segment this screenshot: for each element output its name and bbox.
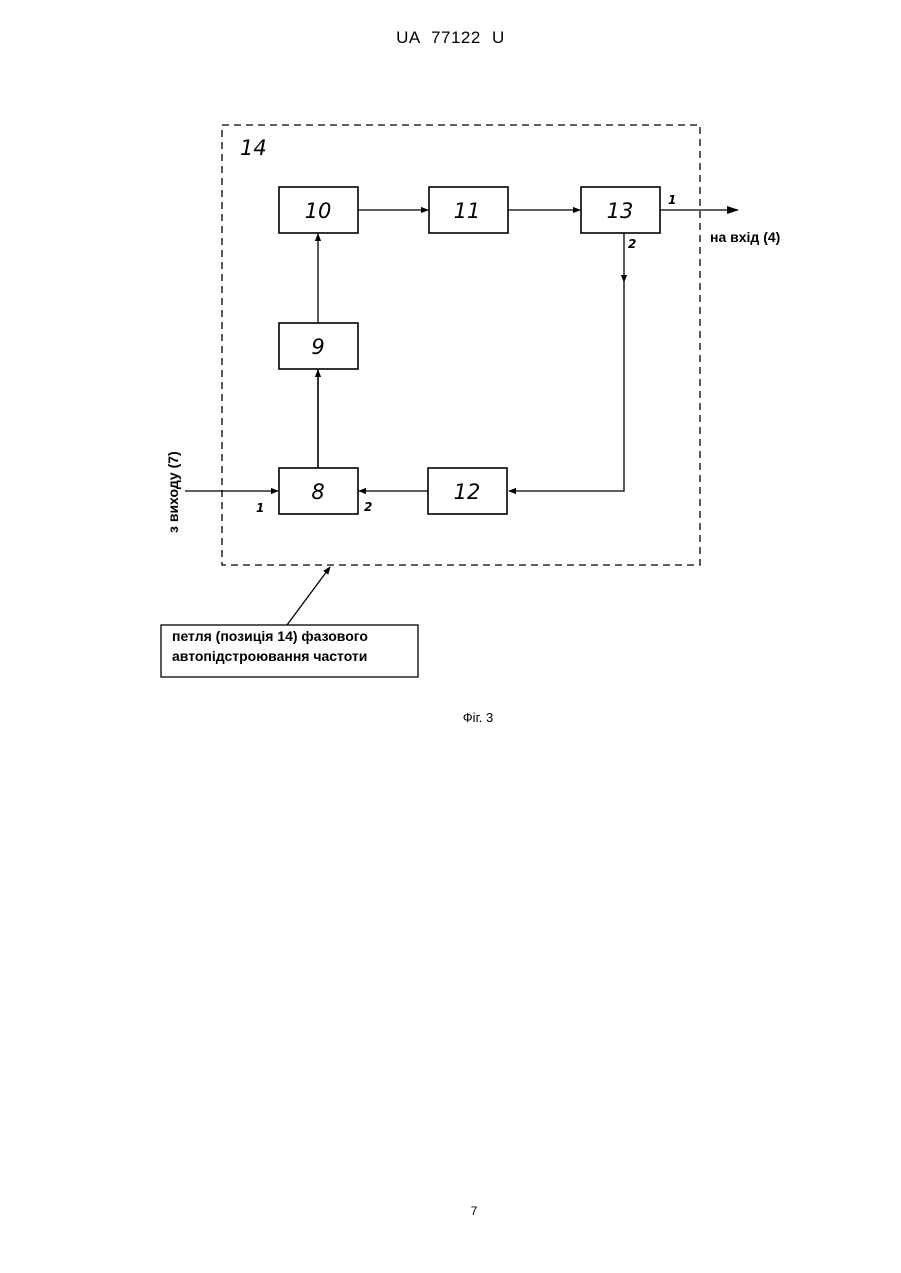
block-8-label: 8 [311,480,324,504]
block-10: 10 [279,187,358,233]
loop-number-label: 14 [240,136,267,160]
block-9-label: 9 [311,335,324,359]
callout-line-1: петля (позиція 14) фазового [172,628,368,644]
block-10-label: 10 [305,199,332,223]
block-13: 13 [581,187,660,233]
port-13-out2-label: 2 [628,237,636,251]
block-13-label: 13 [607,199,634,223]
callout-line-2: автопідстроювання частоти [172,648,367,664]
page-number: 7 [0,1204,901,1218]
block-9: 9 [279,323,358,369]
callout-pointer-arrow [287,567,330,625]
port-8-in1-label: 1 [256,501,264,515]
port-8-in2-label: 2 [364,500,372,514]
input-label: з виходу (7) [165,451,181,533]
block-11: 11 [429,187,508,233]
block-11-label: 11 [454,199,481,223]
port-13-out1-label: 1 [668,193,676,207]
figure-caption: Фіг. 3 [0,710,901,725]
output-label: на вхід (4) [710,229,780,245]
block-8: 8 [279,468,358,514]
feedback-line-13-to-12 [509,282,624,491]
block-12: 12 [428,468,507,514]
block-12-label: 12 [454,480,481,504]
